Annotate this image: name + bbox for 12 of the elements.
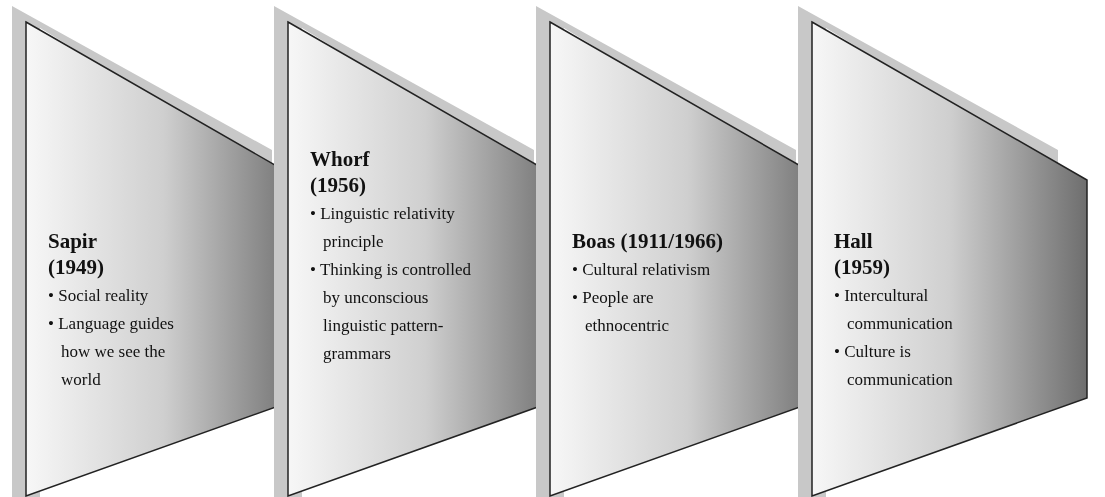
bullet-item: • Cultural relativism [572, 259, 712, 281]
bullet-item: • Thinking is controlled by unconscious linguistic pattern-grammars [310, 259, 472, 365]
panel-heading: Hall (1959) [834, 228, 891, 280]
panel-heading: Boas (1911/1966) [572, 228, 725, 254]
panel-heading: Whorf (1956) [310, 146, 371, 198]
panel-heading: Sapir (1949) [48, 228, 105, 280]
bullet-item: • Linguistic relativity principle [310, 203, 456, 253]
bullet-item: • Language guides how we see the world [48, 313, 175, 391]
bullet-item: • People are ethnocentric [572, 287, 670, 337]
bullet-item: • Culture is communication [834, 341, 954, 391]
bullet-item: • Intercultural communication [834, 285, 954, 335]
bullet-item: • Social reality [48, 285, 150, 307]
